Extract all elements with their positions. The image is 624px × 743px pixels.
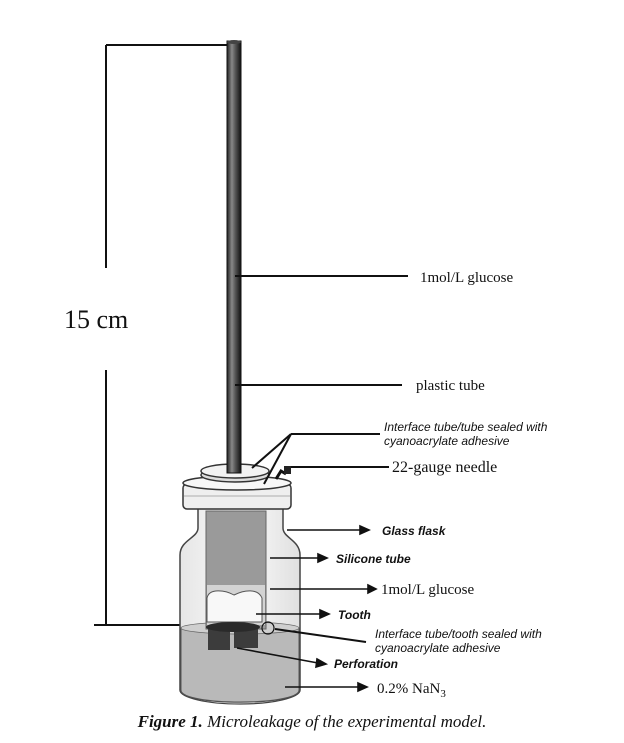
flask-glucose-label: 1mol/L glucose [381,582,475,598]
interface-tooth-label-line2: cyanoacrylate adhesive [375,641,501,655]
scale-label: 15 cm [64,305,128,334]
plastic-tube [226,40,242,474]
figure-caption: Figure 1. Microleakage of the experiment… [0,712,624,732]
needle [274,466,291,480]
perforation-label: Perforation [334,657,398,671]
leader-lines [235,275,408,643]
interface-top-label-line1: Interface tube/tube sealed with [384,420,548,434]
tube-glucose-label: 1mol/L glucose [420,270,514,286]
tooth-shape [206,590,263,623]
tooth-roots [206,622,260,650]
solution-label-main: 0.2% NaN [377,681,440,697]
interface-marker [261,621,275,635]
needle-label: 22-gauge needle [392,459,497,476]
caption-label: Figure 1. [137,712,203,731]
plastic-tube-label: plastic tube [416,378,485,394]
arrows [236,524,378,693]
silicone-tube-label: Silicone tube [336,552,411,566]
solution-label-subscript: 3 [440,688,446,700]
interface-top-label-line2: cyanoacrylate adhesive [384,434,510,448]
tooth-label: Tooth [338,608,371,622]
interface-tooth-label-line1: Interface tube/tooth sealed with [375,627,542,641]
solution-label: 0.2% NaN3 [377,681,446,700]
caption-text: Microleakage of the experimental model. [202,712,487,731]
glass-flask-label: Glass flask [382,524,447,538]
